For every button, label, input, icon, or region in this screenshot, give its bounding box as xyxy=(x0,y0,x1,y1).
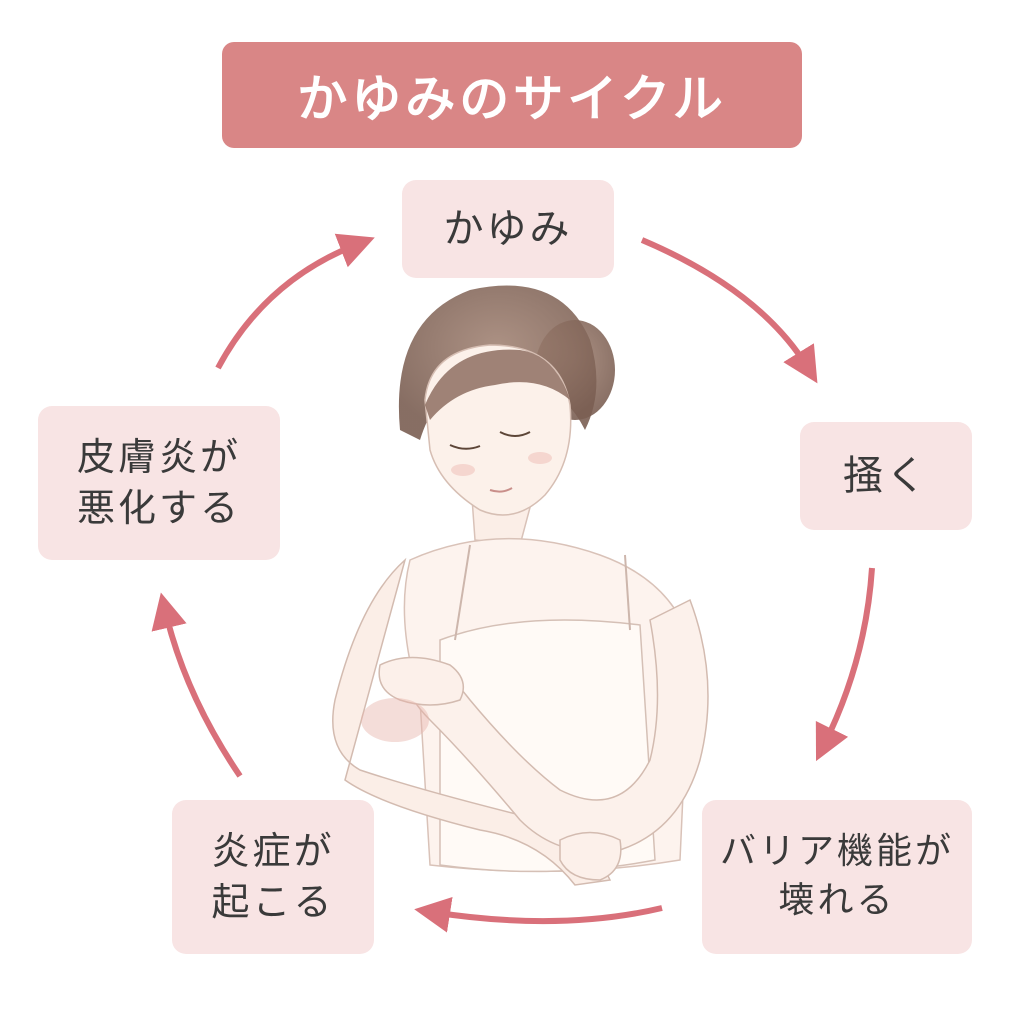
arrow-itch-to-scratch xyxy=(640,237,818,384)
node-inflammation-line-2: 起こる xyxy=(211,880,335,924)
node-scratch-line-1: 掻く xyxy=(843,453,929,499)
cycle-node-inflammation: 炎症が 起こる xyxy=(172,800,374,954)
cycle-node-dermatitis: 皮膚炎が 悪化する xyxy=(38,406,280,560)
node-dermatitis-line-2: 悪化する xyxy=(76,486,241,530)
arrow-inflammation-to-dermatitis xyxy=(151,592,243,778)
node-dermatitis-line-1: 皮膚炎が xyxy=(76,434,241,479)
node-barrier-line-2: 壊れる xyxy=(778,880,896,921)
node-itch-line-1: かゆみ xyxy=(443,206,573,252)
node-inflammation-line-1: 炎症が xyxy=(211,828,335,873)
node-barrier-line-1: バリア機能が xyxy=(719,831,954,873)
arrow-barrier-to-inflammation xyxy=(414,896,663,933)
cycle-node-scratch: 掻く xyxy=(800,422,972,530)
arrow-dermatitis-to-itch xyxy=(215,233,375,370)
cycle-node-itch: かゆみ xyxy=(402,180,614,278)
title-banner: かゆみのサイクル xyxy=(222,42,802,148)
cycle-node-barrier: バリア機能が 壊れる xyxy=(702,800,972,954)
arrow-scratch-to-barrier xyxy=(815,567,875,762)
cycle-title: かゆみのサイクル xyxy=(297,70,727,128)
